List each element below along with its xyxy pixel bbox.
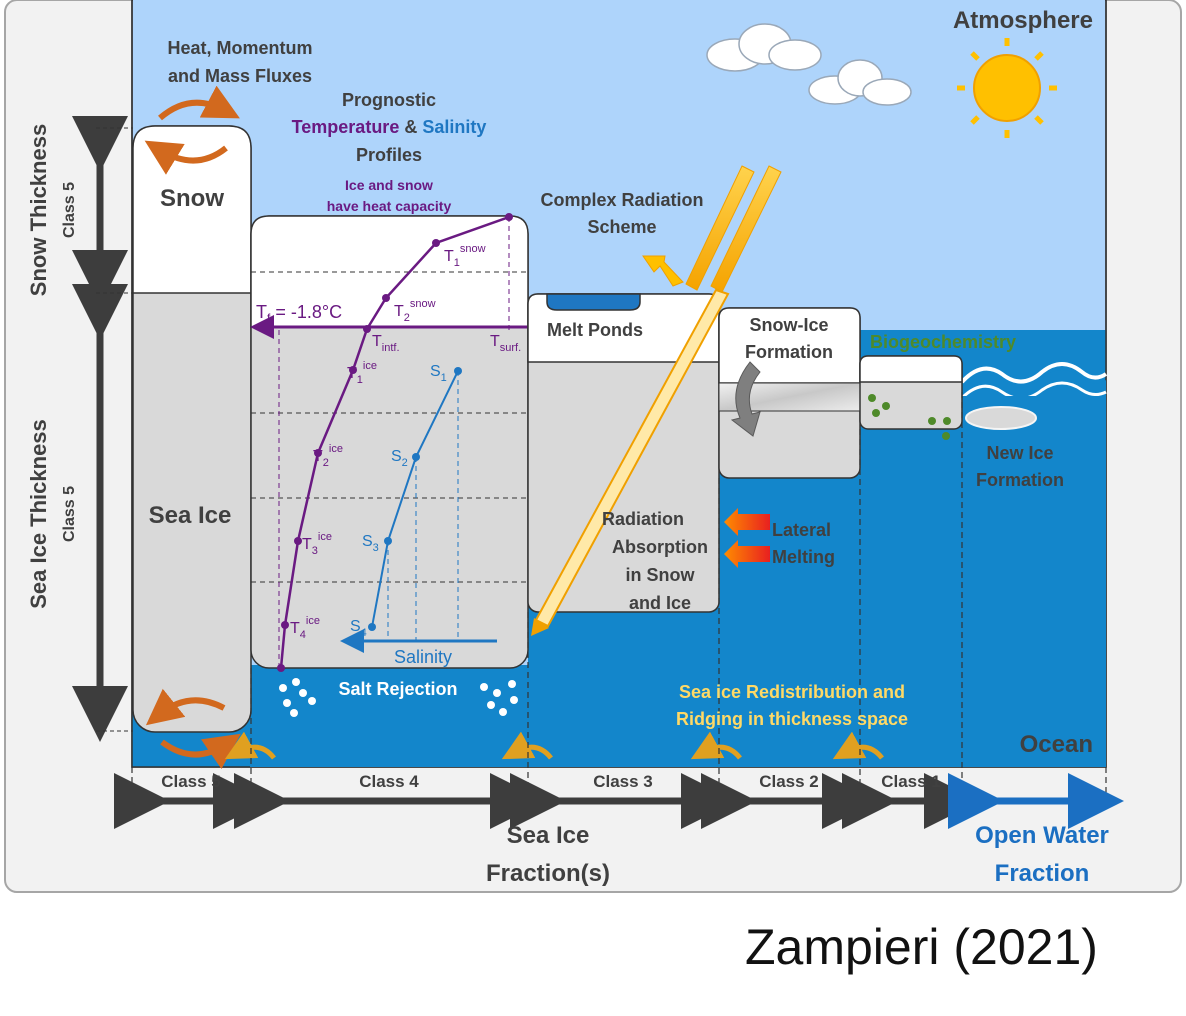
t3-ice-label: T3ice — [302, 531, 332, 557]
ocean-strip-left — [132, 728, 252, 767]
snow-label: Snow — [160, 185, 224, 212]
new-ice-floe — [965, 406, 1037, 430]
redistribution-arrows — [224, 731, 884, 760]
lateral-melting-arrows — [724, 508, 770, 568]
sun-icon — [957, 38, 1057, 138]
ocean-label: Ocean — [1020, 731, 1093, 758]
seaice-class5-label: Class 5 — [61, 486, 78, 542]
heat-capacity-line1: Ice and snow — [345, 177, 433, 193]
new-ice-line1: New Ice — [986, 443, 1053, 463]
radiation-scheme-line2: Scheme — [587, 217, 656, 237]
salt-rejection-label: Salt Rejection — [338, 679, 457, 699]
redistribution-line1: Sea ice Redistribution and — [679, 682, 905, 702]
s4-label: S4 — [350, 618, 367, 639]
amp-word: & — [399, 117, 422, 137]
t4-ice-label: T4ice — [290, 615, 320, 641]
sea-ice-fraction-line2: Fraction(s) — [486, 860, 610, 887]
temperature-word: Temperature — [292, 117, 400, 137]
open-water-fraction-line2: Fraction — [995, 860, 1090, 887]
salt-bubbles — [279, 678, 518, 717]
wave-crest-2 — [960, 381, 1107, 400]
cloud-icon — [706, 23, 912, 106]
redistribution-line2: Ridging in thickness space — [676, 709, 908, 729]
class3-label: Class 3 — [593, 772, 653, 791]
class1-label: Class 1 — [881, 772, 941, 791]
class1-snow-layer — [859, 355, 963, 383]
t1-snow-label: T1snow — [444, 243, 486, 269]
class4-label: Class 4 — [359, 772, 419, 791]
s1-label: S1 — [430, 363, 447, 384]
absorption-line1: Radiation — [602, 509, 684, 529]
snow-thickness-label: Snow Thickness — [26, 124, 51, 296]
lateral-melting-line2: Melting — [772, 547, 835, 567]
layer-lines — [251, 271, 528, 583]
t2-ice-label: T2ice — [313, 443, 343, 469]
salinity-word: Salinity — [422, 117, 486, 137]
t-intf-label: Tintf. — [372, 333, 400, 354]
class2-snow-layer — [718, 307, 861, 384]
heat-flux-arrow-top — [144, 85, 240, 175]
profiles-label: Profiles — [356, 145, 422, 165]
t1-ice-label: T1ice — [347, 360, 377, 386]
lateral-melting-line1: Lateral — [772, 520, 831, 540]
snow-ice-line2: Formation — [745, 342, 833, 362]
melt-pond — [546, 293, 641, 311]
salinity-profile — [340, 367, 497, 653]
biogeochemistry-dots — [868, 394, 951, 440]
seaice-thickness-label: Sea Ice Thickness — [26, 419, 51, 609]
ocean-waves — [962, 370, 1106, 400]
class2-label: Class 2 — [759, 772, 819, 791]
ocean-body-open — [962, 396, 1106, 767]
melt-ponds-label: Melt Ponds — [547, 320, 643, 340]
temperature-profile — [277, 213, 513, 672]
absorption-line4: and Ice — [629, 593, 691, 613]
credit-text: Zampieri (2021) — [745, 919, 1098, 975]
class5-label: Class 5 — [161, 772, 221, 791]
prognostic-label: Prognostic — [342, 90, 436, 110]
fluxes-label-line1: Heat, Momentum — [167, 38, 312, 58]
snow-ice-line1: Snow-Ice — [749, 315, 828, 335]
t-surf-label: Tsurf. — [490, 333, 521, 354]
tf-label: Tf = -1.8°C — [256, 302, 342, 325]
radiation-rays — [531, 165, 782, 636]
sea-ice-fraction-line1: Sea Ice — [507, 822, 590, 849]
s2-label: S2 — [391, 448, 408, 469]
fluxes-label-line2: and Mass Fluxes — [168, 66, 312, 86]
salinity-axis-label: Salinity — [394, 647, 452, 667]
s3-label: S3 — [362, 533, 379, 554]
absorption-line2: Absorption — [612, 537, 708, 557]
atmosphere-label: Atmosphere — [953, 7, 1093, 34]
absorption-line3: in Snow — [626, 565, 696, 585]
snow-class5-label: Class 5 — [61, 182, 78, 238]
wave-crest-1 — [960, 362, 1108, 384]
biogeochemistry-label: Biogeochemistry — [870, 332, 1016, 352]
open-water-fraction-line1: Open Water — [975, 822, 1109, 849]
heat-capacity-line2: have heat capacity — [327, 198, 452, 214]
new-ice-line2: Formation — [976, 470, 1064, 490]
profiles-title: Temperature & Salinity — [292, 117, 487, 137]
snow-ice-arrow — [730, 361, 761, 437]
t2-snow-label: T2snow — [394, 298, 436, 324]
sea-ice-label: Sea Ice — [149, 502, 232, 529]
heat-flux-arrow-bottom — [145, 688, 241, 770]
radiation-scheme-line1: Complex Radiation — [540, 190, 703, 210]
